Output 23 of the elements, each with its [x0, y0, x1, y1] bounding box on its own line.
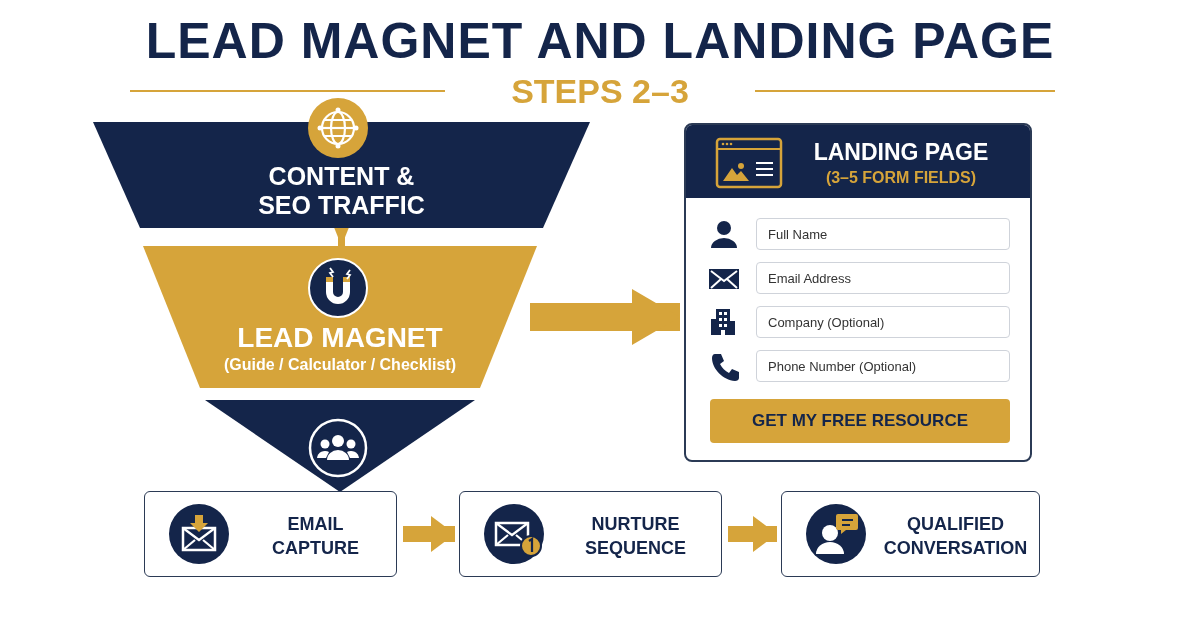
input-field: Email Address [756, 262, 1010, 294]
stage-label: LEAD MAGNET [236, 322, 444, 354]
title: LEAD MAGNET AND LANDING PAGE [144, 12, 1056, 70]
arrow [403, 516, 455, 552]
step-card [459, 491, 722, 577]
step-card [144, 491, 397, 577]
subtitle: STEPS 2–3 [510, 72, 690, 111]
step-label: NURTURE SEQUENCE [584, 513, 687, 560]
input-field: Full Name [756, 218, 1010, 250]
arrow [530, 289, 680, 345]
card-subtitle: (3–5 FORM FIELDS) [824, 169, 978, 187]
step-label: EMAIL CAPTURE [271, 513, 360, 560]
step-label: QUALIFIED CONVERSATION [882, 513, 1029, 560]
stage-sublabel: (Guide / Calculator / Checklist) [222, 356, 457, 374]
input-field: Company (Optional) [756, 306, 1010, 338]
step-card [781, 491, 1040, 577]
submit-button: GET MY FREE RESOURCE [710, 399, 1010, 443]
form-card [684, 123, 1032, 462]
card-title: LANDING PAGE [812, 139, 990, 166]
stage-label: CONTENT & SEO TRAFFIC [257, 162, 426, 220]
arrow [728, 516, 777, 552]
input-field: Phone Number (Optional) [756, 350, 1010, 382]
arrow [333, 226, 350, 246]
